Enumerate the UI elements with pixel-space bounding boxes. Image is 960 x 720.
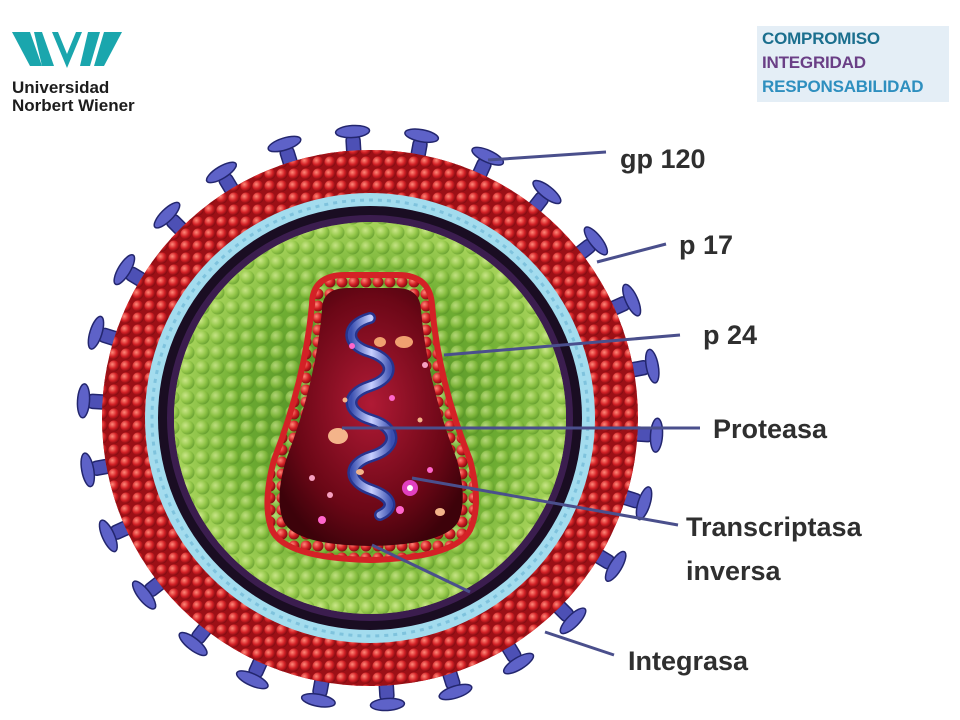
logo-line-1: Universidad bbox=[12, 78, 110, 97]
value-responsabilidad: RESPONSABILIDAD bbox=[762, 77, 924, 96]
university-logo: Universidad Norbert Wiener bbox=[12, 28, 172, 118]
label-gp120: gp 120 bbox=[620, 144, 706, 174]
values-banner: COMPROMISO INTEGRIDAD RESPONSABILIDAD bbox=[757, 26, 949, 102]
rna-helix bbox=[345, 312, 398, 521]
label-proteasa: Proteasa bbox=[713, 414, 828, 444]
value-compromiso: COMPROMISO bbox=[762, 29, 880, 48]
book-logo-icon bbox=[12, 32, 122, 68]
label-p17: p 17 bbox=[679, 230, 733, 260]
label-inversa: inversa bbox=[686, 556, 782, 586]
leader-lines bbox=[342, 150, 700, 657]
leader-gp120 bbox=[487, 150, 607, 162]
logo-line-2: Norbert Wiener bbox=[12, 96, 135, 115]
label-transcriptasa: Transcriptasa bbox=[686, 512, 863, 542]
label-p24: p 24 bbox=[703, 320, 757, 350]
enzyme-particles bbox=[309, 336, 445, 524]
label-integrasa: Integrasa bbox=[628, 646, 749, 676]
value-integridad: INTEGRIDAD bbox=[762, 53, 866, 72]
